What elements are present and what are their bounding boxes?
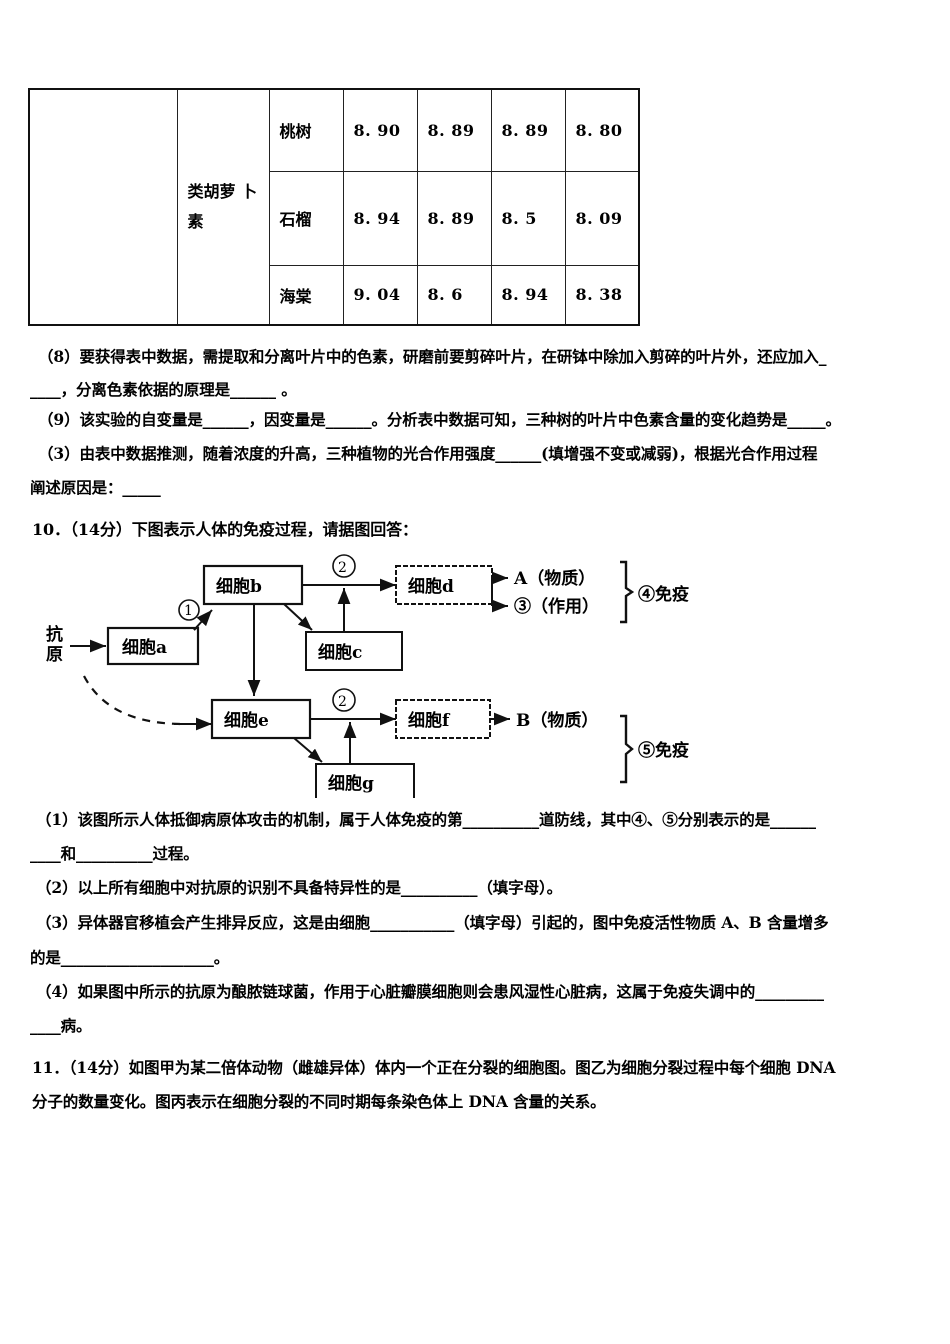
- diagram-node-cell-g-label: 细胞g: [328, 773, 374, 794]
- table-cell-value: 8. 80: [564, 88, 640, 172]
- table-cell-species-name: 海棠: [268, 264, 344, 326]
- table-cell-value: 8. 6: [416, 264, 492, 326]
- antigen-label-char-1: 抗: [46, 624, 63, 645]
- pigment-data-table-wrapper: 类胡萝 卜素 桃树 8. 90 8. 89 8. 89 8. 80 石榴 8. …: [28, 88, 640, 326]
- diagram-output-3-label: ③（作用）: [514, 596, 599, 617]
- table-cell-value: 8. 38: [564, 264, 640, 326]
- diagram-node-cell-d-label: 细胞d: [408, 576, 454, 597]
- diagram-bracket-5-label: ⑤免疫: [638, 740, 689, 761]
- table-cell-value: 8. 09: [564, 170, 640, 266]
- diagram-step-2-bottom-label: 2: [338, 694, 347, 710]
- question-3-line-2: 阐述原因是：_____: [30, 478, 161, 497]
- immune-process-diagram: 抗 原 细胞a 1 细胞b 2 细胞c: [44, 548, 724, 798]
- diagram-node-cell-g: [315, 763, 415, 798]
- pigment-data-table: 类胡萝 卜素 桃树 8. 90 8. 89 8. 89 8. 80 石榴 8. …: [28, 88, 640, 326]
- table-cell-species-name: 桃树: [268, 88, 344, 172]
- table-cell-empty: [28, 88, 178, 326]
- pigment-group-label: 类胡萝 卜素: [187, 181, 258, 231]
- question-3-line-1: （3）由表中数据推测，随着浓度的升高，三种植物的光合作用强度______(填增强…: [38, 444, 818, 463]
- table-cell-value: 8. 94: [490, 264, 566, 326]
- table-row: 石榴 8. 94 8. 89 8. 5 8. 09: [29, 170, 640, 266]
- q10-sub2-line-1: （2）以上所有细胞中对抗原的识别不具备特异性的是__________（填字母）。: [36, 878, 563, 897]
- diagram-output-A-label: A（物质）: [513, 568, 595, 589]
- table-row: 海棠 9. 04 8. 6 8. 94 8. 38: [29, 264, 640, 326]
- q10-sub3-line-1: （3）异体器官移植会产生排异反应，这是由细胞___________（填字母）引起…: [36, 913, 829, 932]
- table-cell-value: 8. 89: [416, 88, 492, 172]
- diagram-step-2-top-label: 2: [338, 560, 347, 576]
- diagram-node-cell-a-label: 细胞a: [122, 637, 167, 658]
- question-11-line-2: 分子的数量变化。图丙表示在细胞分裂的不同时期每条染色体上 DNA 含量的关系。: [32, 1092, 606, 1111]
- question-11-line-1: 11．（14分）如图甲为某二倍体动物（雌雄异体）体内一个正在分裂的细胞图。图乙为…: [32, 1058, 836, 1077]
- diagram-node-cell-b-label: 细胞b: [216, 576, 262, 597]
- diagram-output-B-label: B（物质）: [516, 710, 598, 731]
- diagram-step-1-label: 1: [184, 603, 193, 619]
- table-cell-species-name: 石榴: [268, 170, 344, 266]
- diagram-node-cell-c-upper-label: 细胞c: [318, 642, 362, 663]
- question-8-line-1: （8）要获得表中数据，需提取和分离叶片中的色素，研磨前要剪碎叶片，在研钵中除加入…: [38, 347, 827, 366]
- q10-sub4-line-1: （4）如果图中所示的抗原为酿脓链球菌，作用于心脏瓣膜细胞则会患风湿性心脏病，这属…: [36, 982, 824, 1001]
- table-cell-value: 8. 94: [342, 170, 418, 266]
- table-cell-value: 8. 89: [416, 170, 492, 266]
- diagram-node-cell-a: [106, 626, 200, 666]
- q10-sub3-line-2: 的是____________________。: [30, 948, 230, 967]
- q10-sub1-line-2: ____和__________过程。: [30, 844, 199, 863]
- q10-sub4-line-2: ____病。: [30, 1016, 92, 1035]
- table-cell-value: 8. 90: [342, 88, 418, 172]
- antigen-label-char-2: 原: [46, 645, 63, 665]
- diagram-node-cell-e-label: 细胞e: [224, 710, 269, 731]
- diagram-node-cell-f-label: 细胞f: [408, 710, 451, 731]
- question-10-stem: 10．（14分）下图表示人体的免疫过程，请据图回答：: [32, 520, 418, 539]
- diagram-node-cell-c-upper: [305, 631, 403, 671]
- table-row: 类胡萝 卜素 桃树 8. 90 8. 89 8. 89 8. 80: [28, 88, 640, 326]
- table-cell-value: 8. 5: [490, 170, 566, 266]
- table-cell-pigment-group: 类胡萝 卜素: [176, 88, 270, 326]
- question-9-line-1: （9）该实验的自变量是______，因变量是______。分析表中数据可知，三种…: [38, 410, 841, 429]
- question-8-line-2: ____，分离色素依据的原理是______ 。: [30, 380, 297, 399]
- table-cell-value: 8. 89: [490, 88, 566, 172]
- diagram-bracket-4-label: ④免疫: [638, 584, 689, 605]
- table-cell-value: 9. 04: [342, 264, 418, 326]
- q10-sub1-line-1: （1）该图所示人体抵御病原体攻击的机制，属于人体免疫的第__________道防…: [36, 810, 816, 829]
